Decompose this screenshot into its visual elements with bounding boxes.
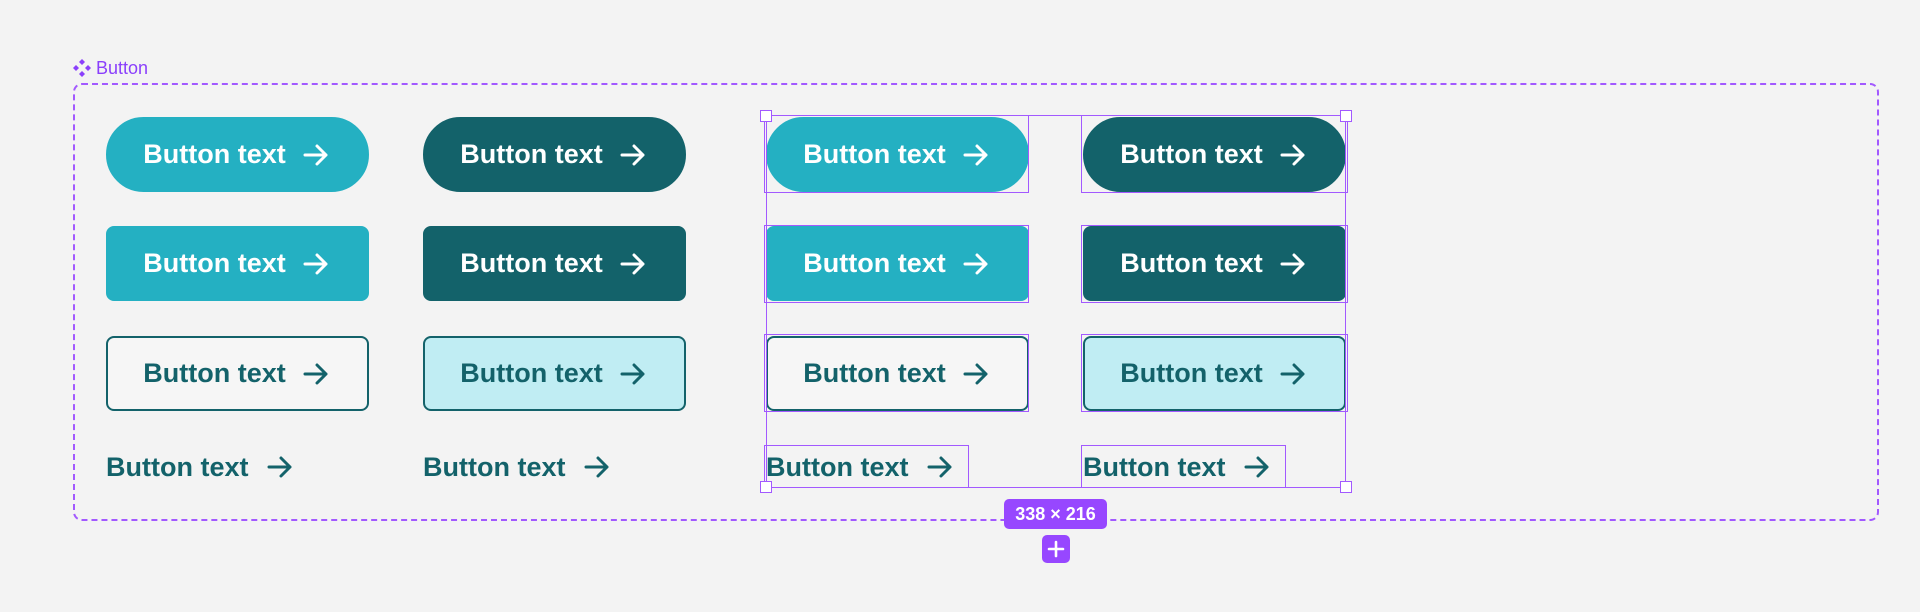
arrow-right-icon bbox=[960, 358, 992, 390]
button-label: Button text bbox=[460, 358, 603, 388]
button-pill-dark[interactable]: Button text bbox=[1083, 117, 1346, 192]
arrow-right-icon bbox=[300, 358, 332, 390]
button-label: Button text bbox=[803, 358, 946, 388]
component-name: Button bbox=[96, 57, 149, 78]
arrow-right-icon bbox=[1277, 358, 1309, 390]
arrow-right-icon bbox=[960, 248, 992, 280]
plus-icon bbox=[1046, 539, 1066, 559]
component-icon bbox=[72, 58, 92, 78]
component-frame[interactable] bbox=[73, 83, 1879, 521]
button-label: Button text bbox=[106, 451, 249, 482]
button-label: Button text bbox=[1120, 139, 1263, 169]
resize-handle-top-right[interactable] bbox=[1340, 110, 1352, 122]
component-label[interactable]: Button bbox=[72, 56, 148, 80]
resize-handle-bottom-right[interactable] bbox=[1340, 481, 1352, 493]
button-tint[interactable]: Button text bbox=[423, 336, 686, 411]
button-label: Button text bbox=[143, 248, 286, 278]
button-label: Button text bbox=[766, 451, 909, 482]
button-text-only[interactable]: Button text bbox=[766, 447, 976, 487]
button-tint[interactable]: Button text bbox=[1083, 336, 1346, 411]
arrow-right-icon bbox=[300, 139, 332, 171]
button-outline[interactable]: Button text bbox=[106, 336, 369, 411]
button-text-only[interactable]: Button text bbox=[1083, 447, 1293, 487]
dimensions-badge: 338 × 216 bbox=[1004, 499, 1107, 529]
button-rect-light[interactable]: Button text bbox=[106, 226, 369, 301]
button-rect-light[interactable]: Button text bbox=[766, 226, 1029, 301]
button-label: Button text bbox=[143, 358, 286, 388]
resize-handle-top-left[interactable] bbox=[760, 110, 772, 122]
button-label: Button text bbox=[1120, 358, 1263, 388]
arrow-right-icon bbox=[1277, 139, 1309, 171]
button-label: Button text bbox=[803, 248, 946, 278]
arrow-right-icon bbox=[300, 248, 332, 280]
button-label: Button text bbox=[803, 139, 946, 169]
button-label: Button text bbox=[460, 248, 603, 278]
arrow-right-icon bbox=[617, 139, 649, 171]
arrow-right-icon bbox=[264, 451, 296, 483]
arrow-right-icon bbox=[1277, 248, 1309, 280]
button-label: Button text bbox=[143, 139, 286, 169]
button-text-only[interactable]: Button text bbox=[106, 447, 316, 487]
arrow-right-icon bbox=[581, 451, 613, 483]
button-outline[interactable]: Button text bbox=[766, 336, 1029, 411]
button-rect-dark[interactable]: Button text bbox=[1083, 226, 1346, 301]
arrow-right-icon bbox=[617, 358, 649, 390]
arrow-right-icon bbox=[617, 248, 649, 280]
button-pill-light[interactable]: Button text bbox=[106, 117, 369, 192]
button-pill-light[interactable]: Button text bbox=[766, 117, 1029, 192]
arrow-right-icon bbox=[1241, 451, 1273, 483]
button-label: Button text bbox=[423, 451, 566, 482]
button-label: Button text bbox=[1120, 248, 1263, 278]
button-label: Button text bbox=[460, 139, 603, 169]
button-rect-dark[interactable]: Button text bbox=[423, 226, 686, 301]
button-label: Button text bbox=[1083, 451, 1226, 482]
arrow-right-icon bbox=[924, 451, 956, 483]
button-pill-dark[interactable]: Button text bbox=[423, 117, 686, 192]
arrow-right-icon bbox=[960, 139, 992, 171]
button-text-only[interactable]: Button text bbox=[423, 447, 633, 487]
resize-handle-bottom-left[interactable] bbox=[760, 481, 772, 493]
add-variant-button[interactable] bbox=[1042, 535, 1070, 563]
